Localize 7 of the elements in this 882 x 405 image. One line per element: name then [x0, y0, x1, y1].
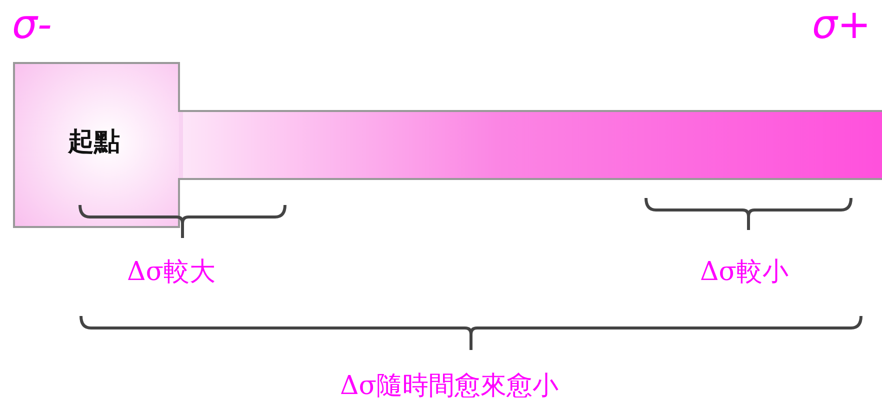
- sigma-label: σ-: [12, 2, 52, 48]
- sigma-label: σ+: [812, 2, 871, 48]
- stepped-bar-shape: [13, 62, 882, 228]
- start-label: 起點: [68, 126, 120, 159]
- delta-label: Δσ隨時間愈來愈小: [340, 370, 559, 403]
- delta-label: Δσ較大: [127, 256, 216, 289]
- delta-label: Δσ較小: [700, 256, 789, 289]
